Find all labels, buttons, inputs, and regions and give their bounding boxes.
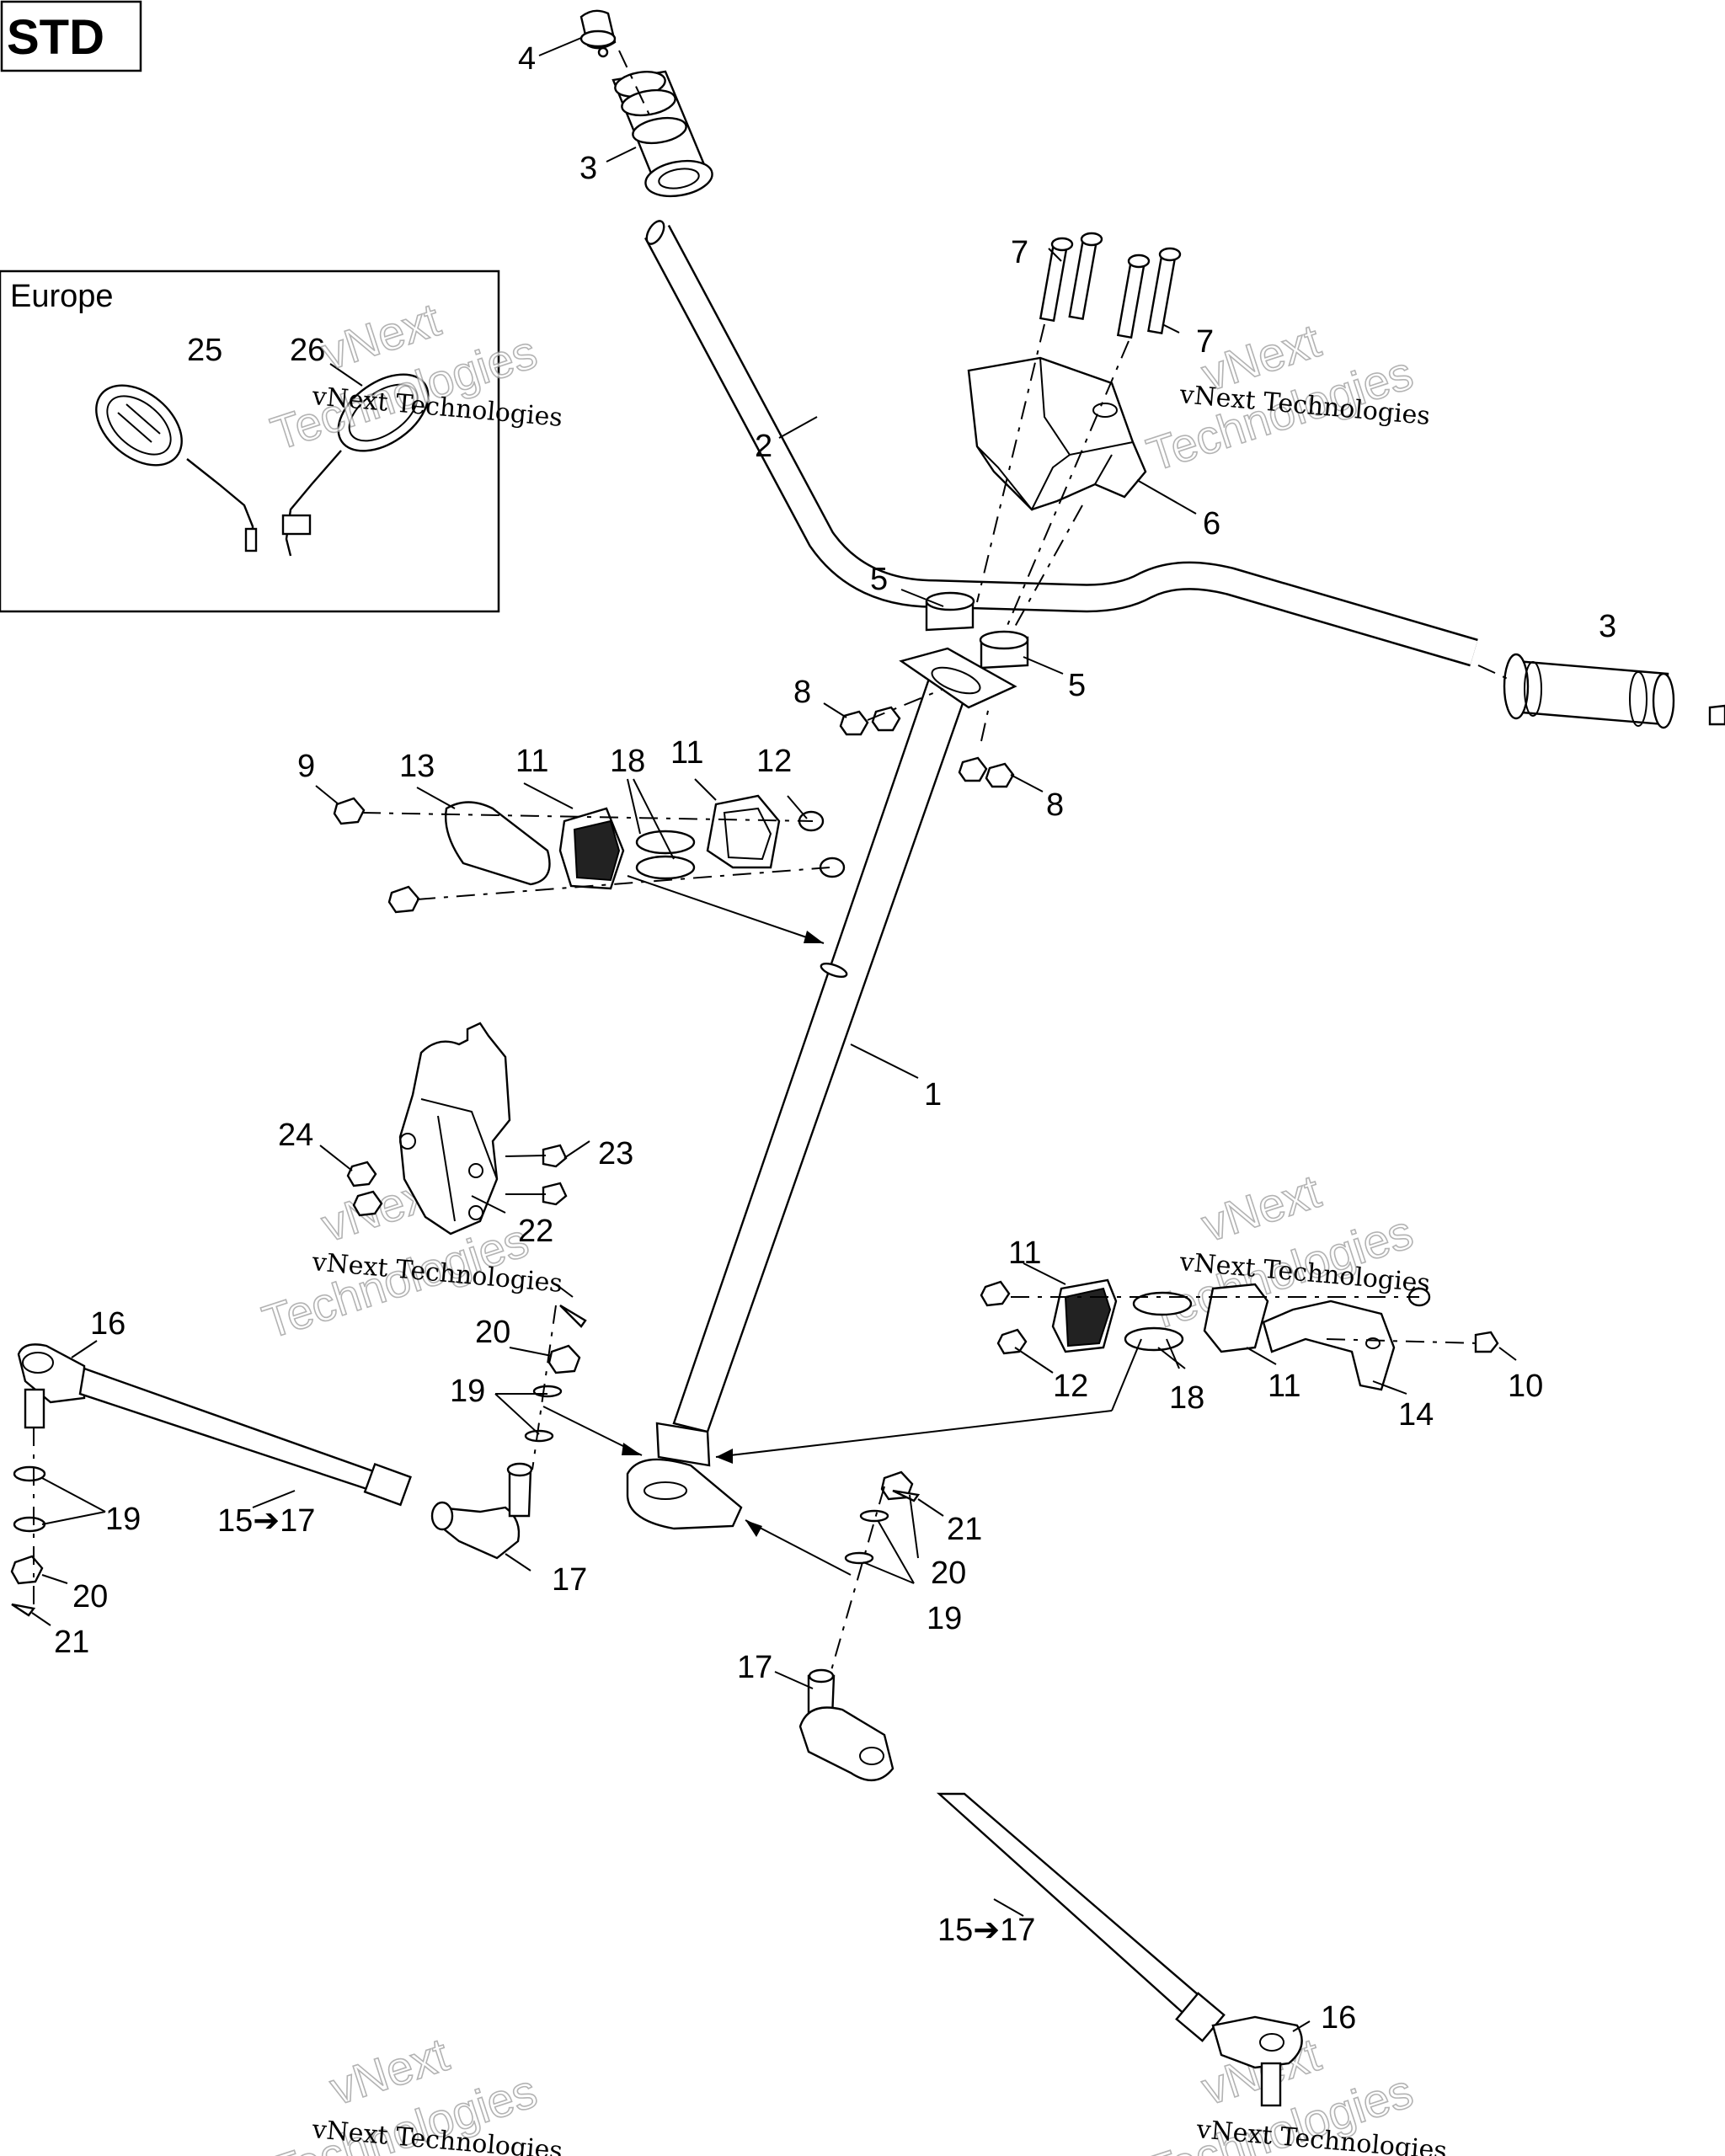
callout-20-mid: 20 <box>475 1315 510 1350</box>
callout-3-left: 3 <box>579 151 597 186</box>
callout-8-left: 8 <box>793 675 811 710</box>
callout-9: 9 <box>297 749 315 784</box>
leader-lines <box>31 37 1517 2032</box>
callout-24: 24 <box>278 1118 313 1153</box>
bar-end-plug-part <box>579 9 617 58</box>
callout-12-upper: 12 <box>756 744 792 779</box>
mirror-right-part <box>281 373 430 557</box>
callout-21-right: 21 <box>947 1512 982 1547</box>
callout-14: 14 <box>1398 1397 1434 1433</box>
handlebar-clamp-cover-part <box>967 356 1147 511</box>
mirror-left-part <box>95 384 258 552</box>
callout-21-left: 21 <box>54 1625 89 1660</box>
callout-15-17-left: 15➔17 <box>217 1503 315 1539</box>
bearing-assembly-lower-part <box>980 1278 1499 1391</box>
callout-4: 4 <box>518 41 536 77</box>
variant-badge-text: STD <box>7 10 104 65</box>
lower-clamp-right-part <box>979 630 1029 670</box>
tie-rod-left-part <box>10 1343 533 1617</box>
callout-20-right: 20 <box>931 1556 966 1591</box>
callout-6: 6 <box>1203 506 1220 542</box>
callout-8-right: 8 <box>1046 787 1064 823</box>
callout-17-left: 17 <box>552 1562 587 1598</box>
callout-18-upper: 18 <box>610 744 645 779</box>
callout-17-right: 17 <box>737 1650 772 1685</box>
bearing-assembly-upper-part <box>333 794 846 914</box>
grip-right-part <box>1477 653 1725 729</box>
steering-column-part <box>626 647 1017 1530</box>
callout-1: 1 <box>924 1077 942 1113</box>
handlebar-part <box>644 220 1478 667</box>
callout-20-left: 20 <box>72 1579 108 1614</box>
callout-11-lower-left: 11 <box>1008 1235 1041 1271</box>
callout-19-mid: 19 <box>450 1374 485 1409</box>
watermark-top-right: vNext Technologies vNext Technologies <box>1140 312 1431 482</box>
grip-left-part <box>611 70 713 198</box>
callout-22: 22 <box>518 1214 553 1249</box>
support-bracket-part <box>346 1022 568 1235</box>
callout-11-upper-right: 11 <box>670 735 703 771</box>
watermark-mid-left: vNext Technologies vNext Technologies <box>255 1163 563 1349</box>
tie-rod-hardware-middle-part <box>524 1304 587 1470</box>
callout-23: 23 <box>598 1136 633 1171</box>
callout-25: 25 <box>187 333 222 368</box>
callout-19-left: 19 <box>105 1502 141 1537</box>
callout-5-left: 5 <box>870 562 888 597</box>
clamp-bolts-part <box>1039 232 1182 339</box>
callout-15-17-right: 15➔17 <box>937 1913 1035 1948</box>
callout-12-lower: 12 <box>1053 1369 1088 1404</box>
callout-16-left: 16 <box>90 1306 126 1342</box>
callout-13: 13 <box>399 749 435 784</box>
inset-region-label: Europe <box>10 279 114 314</box>
callout-7-left: 7 <box>1011 235 1028 270</box>
europe-inset: Europe 25 26 <box>0 270 500 613</box>
callout-7-right: 7 <box>1196 324 1214 360</box>
callout-labels: 4 3 2 7 7 6 5 5 3 8 8 9 13 11 18 11 12 1… <box>54 41 1616 2036</box>
callout-19-right: 19 <box>927 1601 962 1636</box>
callout-2: 2 <box>755 429 772 464</box>
callout-16-right: 16 <box>1321 2000 1356 2036</box>
callout-11-lower-right: 11 <box>1268 1369 1300 1404</box>
tie-rod-right-part <box>798 1470 1303 2107</box>
lower-clamp-left-part <box>925 591 975 632</box>
callout-5-right: 5 <box>1068 668 1086 703</box>
variant-badge: STD <box>0 0 142 72</box>
arrows <box>542 875 1142 1576</box>
nuts-upper-part <box>839 706 1015 788</box>
callout-11-upper-left: 11 <box>515 744 548 779</box>
callout-3-right: 3 <box>1599 609 1616 644</box>
watermark-bottom-left: vNext Technologies vNext Technologies <box>264 2026 563 2156</box>
callout-18-lower: 18 <box>1169 1380 1204 1416</box>
callout-26: 26 <box>290 333 325 368</box>
callout-10: 10 <box>1508 1369 1543 1404</box>
